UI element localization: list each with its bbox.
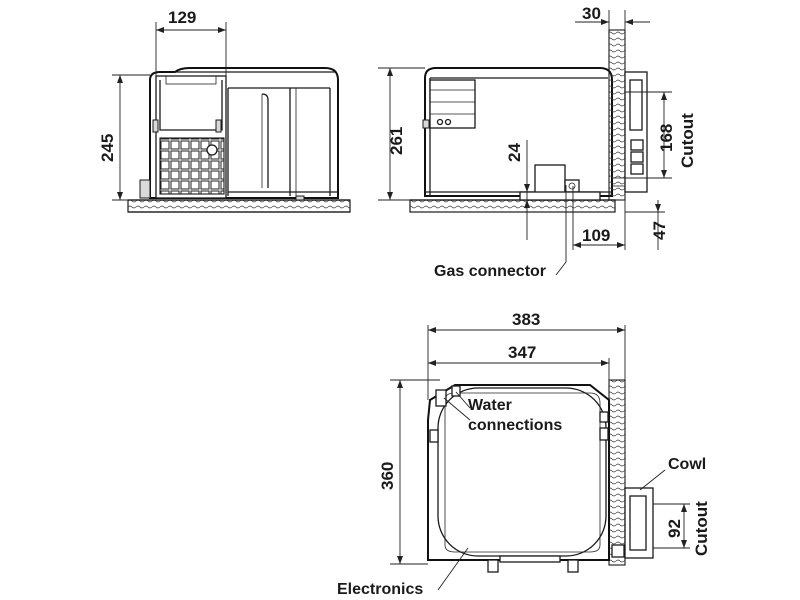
front-body-outline [149,67,339,199]
top-cutout-label: 92 [665,519,684,538]
front-base-plate [127,199,351,213]
water-connections-label-line2: connections [468,417,562,434]
front-height-label: 245 [98,134,117,162]
top-cutout-word: Cutout [692,501,711,556]
side-bottom-label: 47 [650,221,669,240]
front-view: 129 245 [98,8,351,213]
side-height-label: 261 [387,127,406,155]
side-control-box [429,79,476,129]
top-depth-label: 360 [378,462,397,490]
side-offset-label: 109 [582,226,610,245]
electronics-label: Electronics [337,581,423,598]
side-inner-label: 24 [505,143,524,162]
top-inner-label: 347 [508,343,536,362]
top-body-outline [427,384,610,561]
side-view: 261 24 109 30 168 Cutout 47 [378,4,697,280]
gas-connector-label: Gas connector [434,263,546,280]
side-cutout-label: 168 [657,124,676,152]
top-wall [608,379,626,566]
side-cutout-word: Cutout [678,113,697,168]
cowl-label: Cowl [668,456,706,473]
front-width-label: 129 [168,8,196,27]
side-wall-label: 30 [582,4,601,23]
top-view: 383 347 360 Water connections Cowl 92 Cu… [337,310,711,598]
water-connections-label-line1: Water [468,397,512,414]
top-outer-label: 383 [512,310,540,329]
top-inner-chamber [437,387,607,557]
side-base-plate [409,199,616,213]
side-wall [608,29,626,201]
